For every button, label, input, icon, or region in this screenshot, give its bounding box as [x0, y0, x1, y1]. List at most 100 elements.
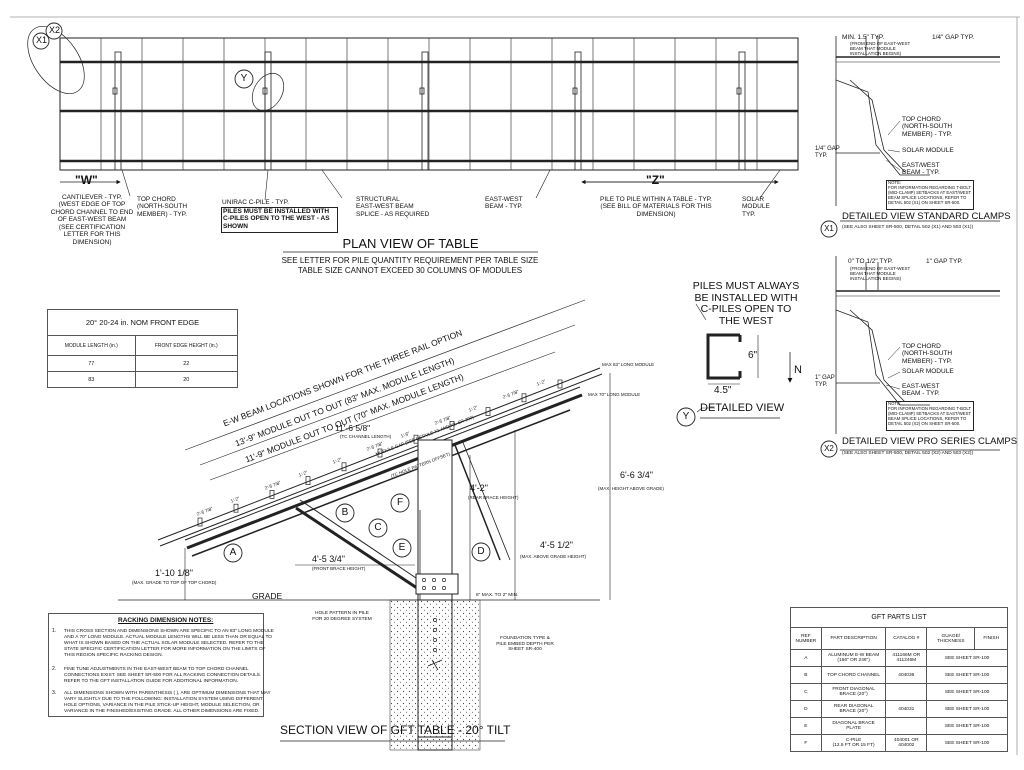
module-length-table: 20° 20-24 in. NOM FRONT EDGE MODULE LENG…	[47, 309, 239, 388]
parts-description: ALUMINUM E-W BEAM (166" OR 246")	[820, 649, 887, 667]
pile-hole	[433, 638, 437, 642]
top-chord-grade-dimension: 1'-10 1/8"	[155, 568, 193, 578]
parts-description: C-PILE (12.5 FT OR 15 FT)	[820, 734, 887, 752]
parts-list-title: GFT PARTS LIST	[790, 607, 1008, 628]
unirac-cpile-note: UNIRAC C-PILE - TYP.	[222, 199, 289, 206]
x1-top-chord: TOP CHORD (NORTH-SOUTH MEMBER) - TYP.	[902, 116, 953, 138]
pile-hole	[422, 578, 426, 582]
module-table-cell: 22	[134, 355, 239, 372]
callout-x2-label: X2	[49, 25, 61, 35]
plan-view-subtitle-2: TABLE SIZE CANNOT EXCEED 30 COLUMNS OF M…	[297, 266, 523, 275]
section-view-title: SECTION VIEW OF GFT TABLE - 20° TILT	[280, 723, 511, 737]
x2-reference: (SEE ALSO SHEET SR-500, DETAIL 502 (X2) …	[842, 451, 974, 456]
parts-ref: F	[790, 734, 822, 752]
module-table-title: 20° 20-24 in. NOM FRONT EDGE	[47, 309, 238, 336]
six-max-note: 6" MAX. TO 2" MIN.	[476, 593, 519, 598]
solar-module-note: SOLAR MODULE TYP.	[742, 196, 770, 218]
callout-x1-label: X1	[36, 35, 48, 45]
foundation-note: FOUNDATION TYPE & PILE EMBED DEPTH PER S…	[496, 636, 554, 653]
hole-pattern-note: HOLE PATTERN IN PILE FOR 20 DEGREE SYSTE…	[312, 611, 372, 622]
racking-note-3: ALL DIMENSIONS SHOWN WITH PARENTHESIS ( …	[64, 691, 271, 714]
x1-min-dimension: MIN. 1.5" TYP.	[842, 34, 885, 41]
rear-brace-height: 4'-2"	[470, 483, 488, 493]
y-region-ellipse	[251, 72, 285, 112]
x2-note: NOTE: FOR INFORMATION REGARDING T-BOLT (…	[888, 401, 972, 426]
ew-beam-bolt	[449, 421, 455, 430]
detail-y-linework	[695, 303, 793, 419]
plan-pile	[114, 51, 122, 171]
section-label-a: A	[229, 547, 237, 558]
top-chord-grade-sub: (MAX. GRADE TO TOP OF TOP CHORD)	[132, 580, 217, 585]
x2-gap-left: 1" GAP TYP.	[815, 375, 835, 388]
parts-catalog: 404036	[885, 666, 928, 684]
parts-header: GUAGE/ THICKNESS	[926, 627, 976, 650]
racking-notes-box	[48, 613, 264, 717]
plan-pile-connector	[112, 87, 118, 95]
note-number: 3.	[52, 690, 57, 696]
section-label-f: F	[396, 497, 404, 508]
parts-catalog: 411166M OR 411246M	[885, 649, 928, 667]
z-dimension: "Z"	[646, 173, 665, 187]
section-view-linework	[118, 299, 611, 751]
parts-ref: E	[790, 717, 822, 735]
parts-ref: D	[790, 700, 822, 718]
callout-y-label: Y	[240, 73, 248, 84]
parts-catalog	[885, 683, 928, 701]
note-number: 1.	[52, 628, 57, 634]
max-83-note: MAX 83" LONG MODULE	[602, 362, 655, 367]
rear-brace-height-sub: (REAR BRACE HEIGHT)	[468, 495, 519, 500]
parts-header: CATALOG #	[885, 627, 928, 650]
module-table-cell: 20	[134, 371, 239, 388]
parts-sheet-ref: SEE SHEET SR-100	[926, 734, 1008, 752]
north-arrow-label: N	[794, 364, 802, 376]
parts-header: FINISH	[974, 627, 1008, 650]
pile-hole	[433, 618, 437, 622]
pile-hole	[433, 628, 437, 632]
plan-view-subtitle-1: SEE LETTER FOR PILE QUANTITY REQUIREMENT…	[281, 256, 539, 265]
piles-install-note: PILES MUST BE INSTALLED WITH C-PILES OPE…	[223, 208, 330, 230]
parts-ref: A	[790, 649, 822, 667]
x2-top-chord: TOP CHORD (NORTH-SOUTH MEMBER) - TYP.	[902, 343, 953, 365]
grade-label: GRADE	[252, 591, 283, 601]
ew-beam-bolt	[269, 490, 275, 499]
parts-catalog: 404031	[885, 700, 928, 718]
module-table-cell: 77	[47, 355, 136, 372]
y-callout-label: Y	[682, 411, 690, 422]
parts-sheet-ref: SEE SHEET SR-100	[926, 666, 1008, 684]
front-brace-height-sub: (FRONT BRACE HEIGHT)	[312, 566, 366, 571]
x1-gap-top: 1/4" GAP TYP.	[932, 34, 975, 41]
parts-description: REAR DIAGONAL BRACE (20°)	[820, 700, 887, 718]
max-height-sub: (MAX. HEIGHT ABOVE GRADE)	[598, 486, 664, 491]
x1-note-box	[886, 180, 974, 210]
x1-title: DETAILED VIEW STANDARD CLAMPS	[842, 211, 1011, 222]
y-dim-height: 6"	[748, 350, 758, 361]
x2-min-subnote: (FROM END OF EAST-WEST BEAM THAT MODULE …	[850, 266, 911, 282]
y-title: DETAILED VIEW	[700, 402, 785, 414]
x1-reference: (SEE ALSO SHEET SR-500, DETAIL 502 (X1) …	[842, 225, 974, 230]
ew-beam-bolt	[485, 407, 491, 416]
x1-solar-module: SOLAR MODULE	[902, 147, 954, 154]
grade-height-dimension: 4'-5 1/2"	[540, 540, 573, 550]
ew-beam-note: EAST-WEST BEAM - TYP.	[485, 196, 523, 211]
x1-gap-left: 1/4" GAP TYP.	[815, 146, 840, 159]
tc-length-sub: (TC CHANNEL LENGTH)	[340, 434, 392, 439]
plan-pile	[574, 51, 582, 171]
module-table-header: FRONT EDGE HEIGHT (in.)	[134, 335, 239, 356]
plan-pile-connector	[736, 87, 742, 95]
x1-min-subnote: (FROM END OF EAST-WEST BEAM THAT MODULE …	[850, 41, 911, 57]
x2-callout-label: X2	[824, 444, 834, 453]
w-dimension: "W"	[75, 173, 98, 187]
pile-hole	[432, 586, 436, 590]
ew-beam-bolt	[377, 448, 383, 458]
grade-height-sub: (MAX. ABOVE GRADE HEIGHT)	[520, 554, 587, 559]
max-70-note: MAX 70" LONG MODULE	[588, 392, 641, 397]
x1-ew-beam: EAST/WEST BEAM - TYP.	[902, 162, 940, 177]
note-number: 2.	[52, 666, 57, 672]
max-height-dimension: 6'-6 3/4"	[620, 470, 653, 480]
detail-x2-linework	[835, 256, 1000, 451]
x1-callout-label: X1	[824, 224, 834, 233]
